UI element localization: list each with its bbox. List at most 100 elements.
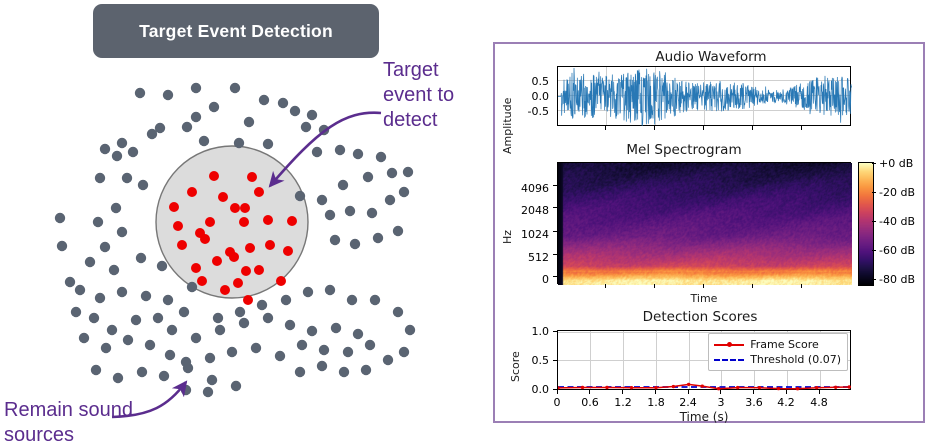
other-sound-source-dot: [64, 276, 76, 288]
detection-xtick-24: 2.4: [679, 396, 697, 409]
detection-legend: Frame Score Threshold (0.07): [708, 333, 848, 371]
other-sound-source-dot: [346, 294, 358, 306]
other-sound-source-dot: [202, 386, 214, 398]
target-sound-source-dot: [243, 295, 253, 305]
other-sound-source-dot: [256, 299, 268, 311]
colorbar-tick-40db: -40 dB: [879, 215, 915, 228]
waveform-plot-area: [557, 66, 852, 127]
target-sound-source-dot: [241, 266, 251, 276]
detection-ytick-0: 0.0: [531, 383, 550, 396]
other-sound-source-dot: [70, 306, 82, 318]
other-sound-source-dot: [324, 209, 336, 221]
other-sound-source-dot: [94, 172, 106, 184]
target-sound-source-dot: [263, 215, 273, 225]
other-sound-source-dot: [208, 101, 220, 113]
detection-xtick-06: 0.6: [581, 396, 599, 409]
other-sound-source-dot: [116, 286, 128, 298]
other-sound-source-dot: [181, 121, 193, 133]
other-sound-source-dot: [274, 350, 286, 362]
other-sound-source-dot: [386, 167, 398, 179]
target-sound-source-dot: [205, 217, 215, 227]
other-sound-source-dot: [262, 138, 274, 150]
other-sound-source-dot: [212, 312, 224, 324]
other-sound-source-dot: [56, 240, 68, 252]
frame-score-line: [558, 383, 850, 390]
other-sound-source-dot: [116, 137, 128, 149]
other-sound-source-dot: [100, 342, 112, 354]
other-sound-source-dot: [372, 232, 384, 244]
other-sound-source-dot: [364, 339, 376, 351]
target-sound-source-dot: [265, 240, 275, 250]
other-sound-source-dot: [369, 294, 381, 306]
target-sound-source-dot: [218, 192, 228, 202]
detection-xtick-48: 4.8: [810, 396, 828, 409]
other-sound-source-dot: [277, 97, 289, 109]
other-sound-source-dot: [108, 264, 120, 276]
other-sound-source-dot: [99, 241, 111, 253]
target-sound-source-dot: [254, 265, 264, 275]
other-sound-source-dot: [74, 284, 86, 296]
target-sound-source-dot: [245, 243, 255, 253]
other-sound-source-dot: [226, 346, 238, 358]
other-sound-source-dot: [206, 374, 218, 386]
arrow-to-target-event: [268, 111, 382, 188]
other-sound-source-dot: [318, 344, 330, 356]
detection-xlabel: Time (s): [679, 410, 729, 424]
detection-ytick-1: 1.0: [531, 325, 550, 338]
other-sound-source-dot: [382, 354, 394, 366]
spectrogram-ytick-2048: 2048: [521, 204, 549, 217]
frame-score-marker: [716, 387, 721, 391]
other-sound-source-dot: [230, 380, 242, 392]
other-sound-source-dot: [352, 328, 364, 340]
other-sound-source-dot: [262, 312, 274, 324]
other-sound-source-dot: [162, 89, 174, 101]
other-sound-source-dot: [289, 105, 301, 117]
target-sound-source-dot: [239, 217, 249, 227]
frame-score-marker: [700, 384, 704, 388]
detection-score-trace: [558, 382, 852, 391]
other-sound-source-dot: [198, 135, 210, 147]
target-sound-source-dot: [177, 240, 187, 250]
other-sound-source-dot: [384, 194, 396, 206]
target-sound-source-dot: [233, 278, 243, 288]
spectrogram-image: [558, 163, 852, 285]
other-sound-source-dot: [130, 314, 142, 326]
other-sound-source-dot: [375, 151, 387, 163]
legend-entry-frame-score: Frame Score: [714, 337, 841, 352]
other-sound-source-dot: [342, 346, 354, 358]
other-sound-source-dot: [330, 322, 342, 334]
other-sound-source-dot: [398, 186, 410, 198]
frame-score-swatch-icon: [714, 339, 745, 351]
frame-score-marker: [580, 385, 585, 390]
other-sound-source-dot: [311, 146, 323, 158]
detection-title: Detection Scores: [642, 309, 758, 325]
other-sound-source-dot: [84, 256, 96, 268]
other-sound-source-dot: [162, 294, 174, 306]
spectrogram-plot-area: [557, 162, 852, 285]
other-sound-source-dot: [360, 364, 372, 376]
other-sound-source-dot: [243, 116, 255, 128]
other-sound-source-dot: [258, 94, 270, 106]
other-sound-source-dot: [146, 128, 158, 140]
target-sound-source-dot: [169, 202, 179, 212]
waveform-ytick-0: 0.5: [531, 75, 550, 88]
target-sound-source-dot: [200, 234, 210, 244]
other-sound-source-dot: [106, 324, 118, 336]
other-sound-source-dot: [392, 306, 404, 318]
other-sound-source-dot: [54, 212, 66, 224]
other-sound-source-dot: [238, 317, 250, 329]
target-sound-source-dot: [283, 246, 293, 256]
other-sound-source-dot: [302, 286, 314, 298]
target-sound-source-dot: [173, 221, 183, 231]
other-sound-source-dot: [402, 166, 414, 178]
spectrogram-ytick-512: 512: [528, 251, 549, 264]
waveform-ytick-2: -0.5: [527, 105, 549, 118]
other-sound-source-dot: [344, 205, 356, 217]
target-sound-source-dot: [276, 276, 286, 286]
target-sound-source-dot: [230, 203, 240, 213]
target-sound-source-dot: [220, 285, 230, 295]
annotation-target-event: Target event to detect: [383, 59, 455, 131]
target-sound-source-dot: [187, 187, 197, 197]
target-sound-source-dot: [287, 216, 297, 226]
colorbar-tick-60db: -60 dB: [879, 244, 915, 257]
